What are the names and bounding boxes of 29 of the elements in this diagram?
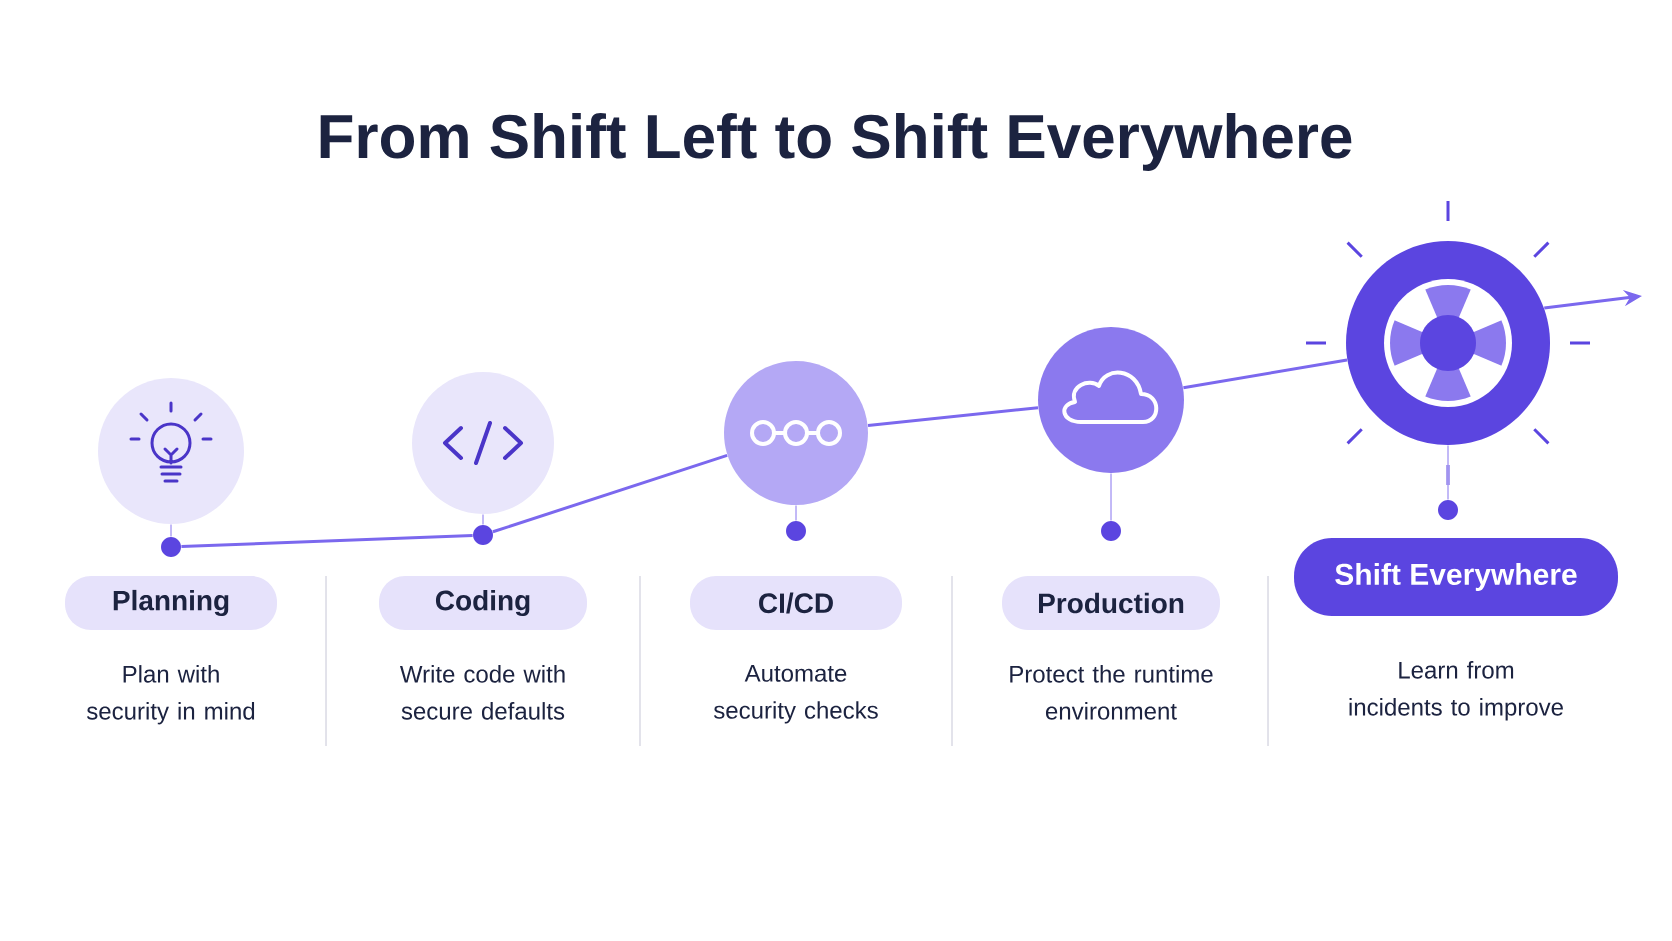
title: From Shift Left to Shift Everywhere xyxy=(320,113,1352,171)
timeline-dot xyxy=(161,537,181,557)
stage-label: Coding xyxy=(379,576,587,630)
timeline-line xyxy=(867,406,1039,427)
timeline-line xyxy=(492,454,728,534)
connector-line xyxy=(482,513,484,526)
description-text: Write code with secure defaults xyxy=(399,665,565,720)
timeline-line xyxy=(1183,358,1348,390)
stage-circle xyxy=(1038,327,1184,473)
description-text: Automate security checks xyxy=(713,665,878,724)
description-text: Protect the runtime environment xyxy=(1010,665,1213,720)
connector-line xyxy=(1447,444,1449,501)
stage-label: Planning xyxy=(65,576,277,630)
timeline-line xyxy=(181,533,473,549)
connector-line xyxy=(795,504,797,522)
description-text: Learn from incidents to improve xyxy=(1349,661,1563,721)
connector-line xyxy=(170,523,172,538)
description-text: Plan with security in mind xyxy=(86,665,255,725)
stage-label: Production xyxy=(1002,576,1220,630)
stage-circle xyxy=(724,361,868,505)
stage-label: CI/CD xyxy=(690,576,902,630)
timeline-dot xyxy=(786,521,806,541)
stage-circle xyxy=(412,372,554,514)
stage-circle xyxy=(98,378,244,524)
connector-line xyxy=(1110,472,1112,522)
timeline-dot xyxy=(1101,521,1121,541)
timeline-dot xyxy=(473,525,493,545)
stage-label: Shift Everywhere xyxy=(1294,538,1618,616)
timeline-dot xyxy=(1438,500,1458,520)
